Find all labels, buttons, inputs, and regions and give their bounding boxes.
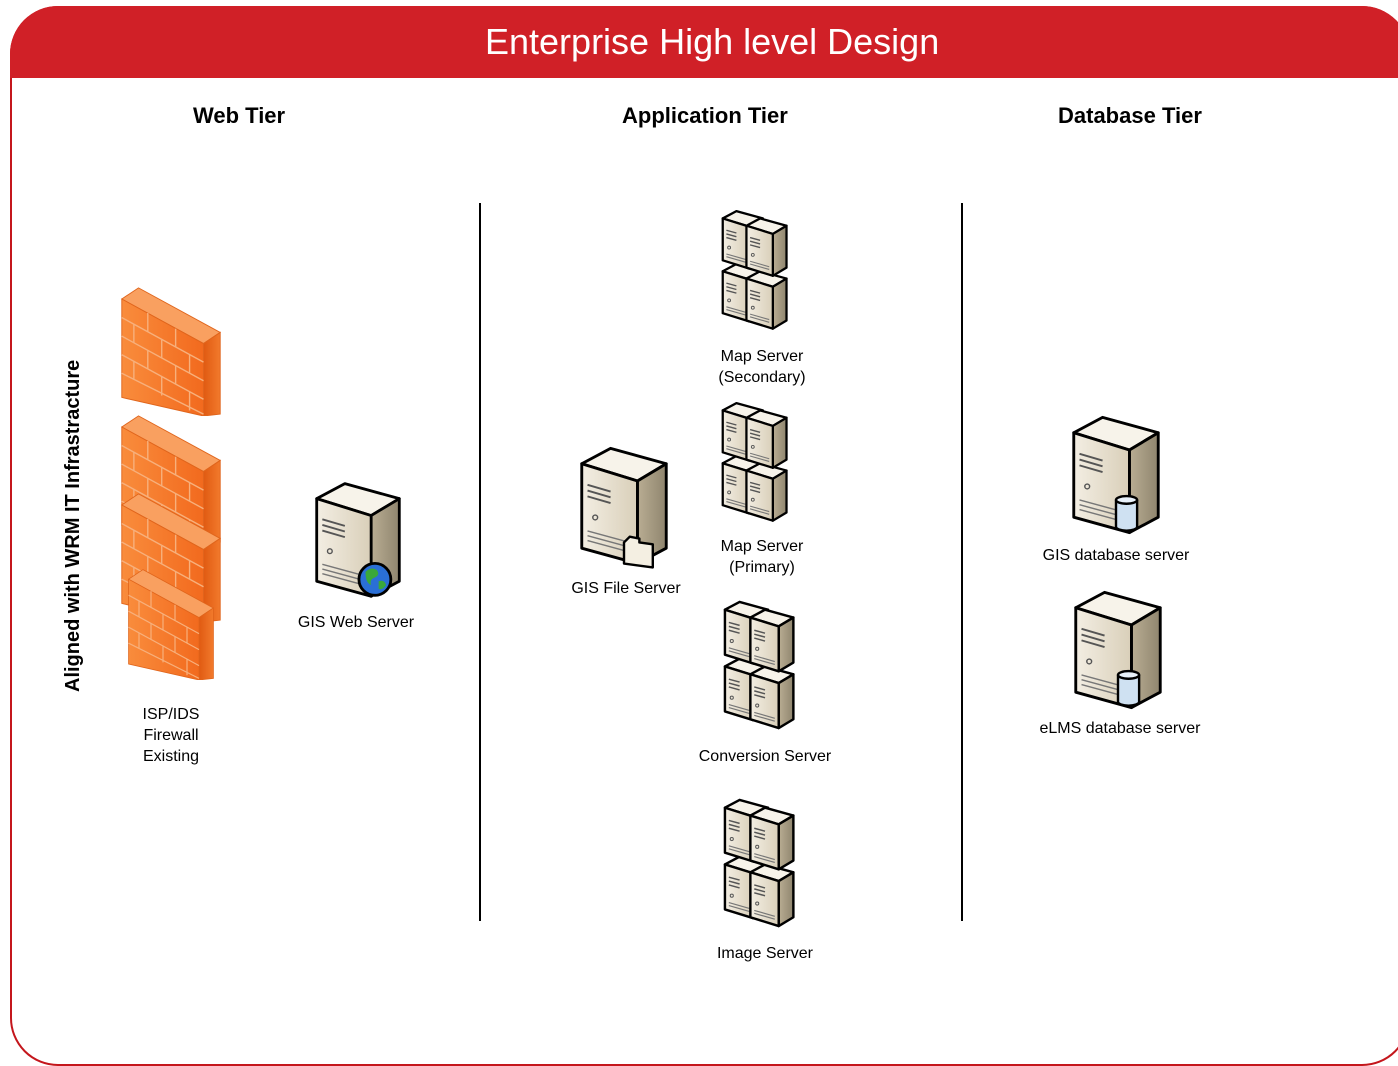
brick-wall-icon: [121, 287, 221, 680]
tier-divider-right: [961, 203, 963, 921]
database-cylinder-icon: [1114, 494, 1139, 532]
map-server-secondary-label: Map Server (Secondary): [692, 346, 832, 388]
side-label: Aligned with WRM IT Infrastracture: [62, 359, 84, 692]
firewall-label-line1: ISP/IDS: [142, 706, 200, 723]
image-server-label: Image Server: [716, 945, 814, 962]
server-tower-icon: [1074, 590, 1162, 709]
gis-file-server-label: GIS File Server: [571, 580, 681, 597]
database-cylinder-icon: [1116, 669, 1141, 707]
tier-divider-left: [479, 203, 481, 921]
diagram-frame: [10, 6, 1398, 1066]
server-cluster-icon: [722, 790, 810, 934]
map-server-primary-label: Map Server (Primary): [692, 536, 832, 578]
map-server-secondary-line2: (Secondary): [718, 369, 806, 386]
firewall-label-line2: Firewall: [143, 727, 199, 744]
folder-icon: [622, 535, 654, 569]
gis-database-server-label: GIS database server: [1042, 547, 1190, 564]
server-tower-icon: [315, 482, 401, 598]
gis-web-server-label: GIS Web Server: [297, 614, 415, 631]
server-cluster-icon: [720, 202, 802, 336]
title-banner: [10, 6, 1398, 78]
conversion-server-label: Conversion Server: [698, 748, 832, 765]
map-server-primary-line2: (Primary): [729, 559, 795, 576]
tier-heading-database: Database Tier: [1058, 103, 1202, 128]
firewall-label-line3: Existing: [142, 748, 200, 765]
firewall-label: ISP/IDS Firewall Existing: [121, 704, 221, 767]
elms-database-server-label: eLMS database server: [1039, 720, 1201, 737]
tier-heading-web: Web Tier: [193, 103, 286, 128]
server-tower-icon: [580, 446, 668, 569]
server-cluster-icon: [722, 592, 810, 736]
map-server-secondary-line1: Map Server: [720, 348, 804, 365]
page-title: Enterprise High level Design: [485, 21, 940, 62]
map-server-primary-line1: Map Server: [720, 538, 804, 555]
server-tower-icon: [1072, 415, 1160, 534]
globe-icon: [357, 561, 393, 597]
server-cluster-icon: [720, 394, 802, 528]
tier-heading-application: Application Tier: [622, 103, 788, 128]
